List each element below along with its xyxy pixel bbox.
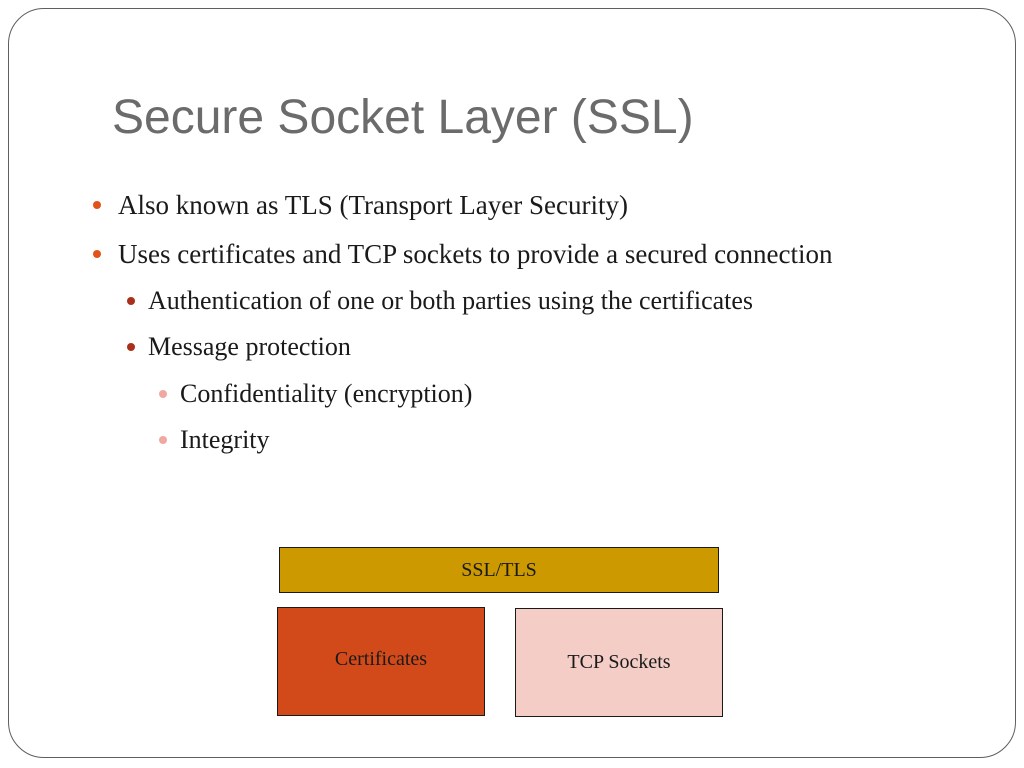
bullet-item: Authentication of one or both parties us… bbox=[127, 285, 754, 317]
tcp-sockets-label: TCP Sockets bbox=[567, 651, 671, 673]
bullet-dot-icon bbox=[159, 436, 167, 444]
bullet-dot-icon bbox=[127, 343, 135, 351]
bullet-text: Uses certificates and TCP sockets to pro… bbox=[118, 239, 833, 269]
ssl-tls-label: SSL/TLS bbox=[461, 558, 537, 581]
bullet-item: Uses certificates and TCP sockets to pro… bbox=[93, 237, 833, 271]
bullet-text: Integrity bbox=[180, 425, 270, 454]
slide-title: Secure Socket Layer (SSL) bbox=[112, 91, 694, 144]
slide-frame bbox=[8, 8, 1016, 758]
bullet-dot-icon bbox=[127, 297, 135, 305]
bullet-dot-icon bbox=[93, 250, 101, 258]
bullet-item: Message protection bbox=[127, 331, 351, 363]
certificates-label: Certificates bbox=[334, 648, 428, 670]
bullet-text: Confidentiality (encryption) bbox=[180, 379, 473, 408]
bullet-item: Confidentiality (encryption) bbox=[159, 378, 473, 410]
bullet-dot-icon bbox=[159, 390, 167, 398]
bullet-text: Also known as TLS (Transport Layer Secur… bbox=[118, 190, 628, 220]
certificates-block: Certificates bbox=[277, 607, 485, 716]
bullet-item: Also known as TLS (Transport Layer Secur… bbox=[93, 188, 628, 222]
tcp-sockets-block: TCP Sockets bbox=[515, 608, 723, 717]
bullet-item: Integrity bbox=[159, 424, 270, 456]
bullet-dot-icon bbox=[93, 201, 101, 209]
bullet-text: Authentication of one or both parties us… bbox=[148, 286, 754, 315]
bullet-text: Message protection bbox=[148, 332, 351, 361]
ssl-tls-layer: SSL/TLS bbox=[279, 547, 719, 593]
